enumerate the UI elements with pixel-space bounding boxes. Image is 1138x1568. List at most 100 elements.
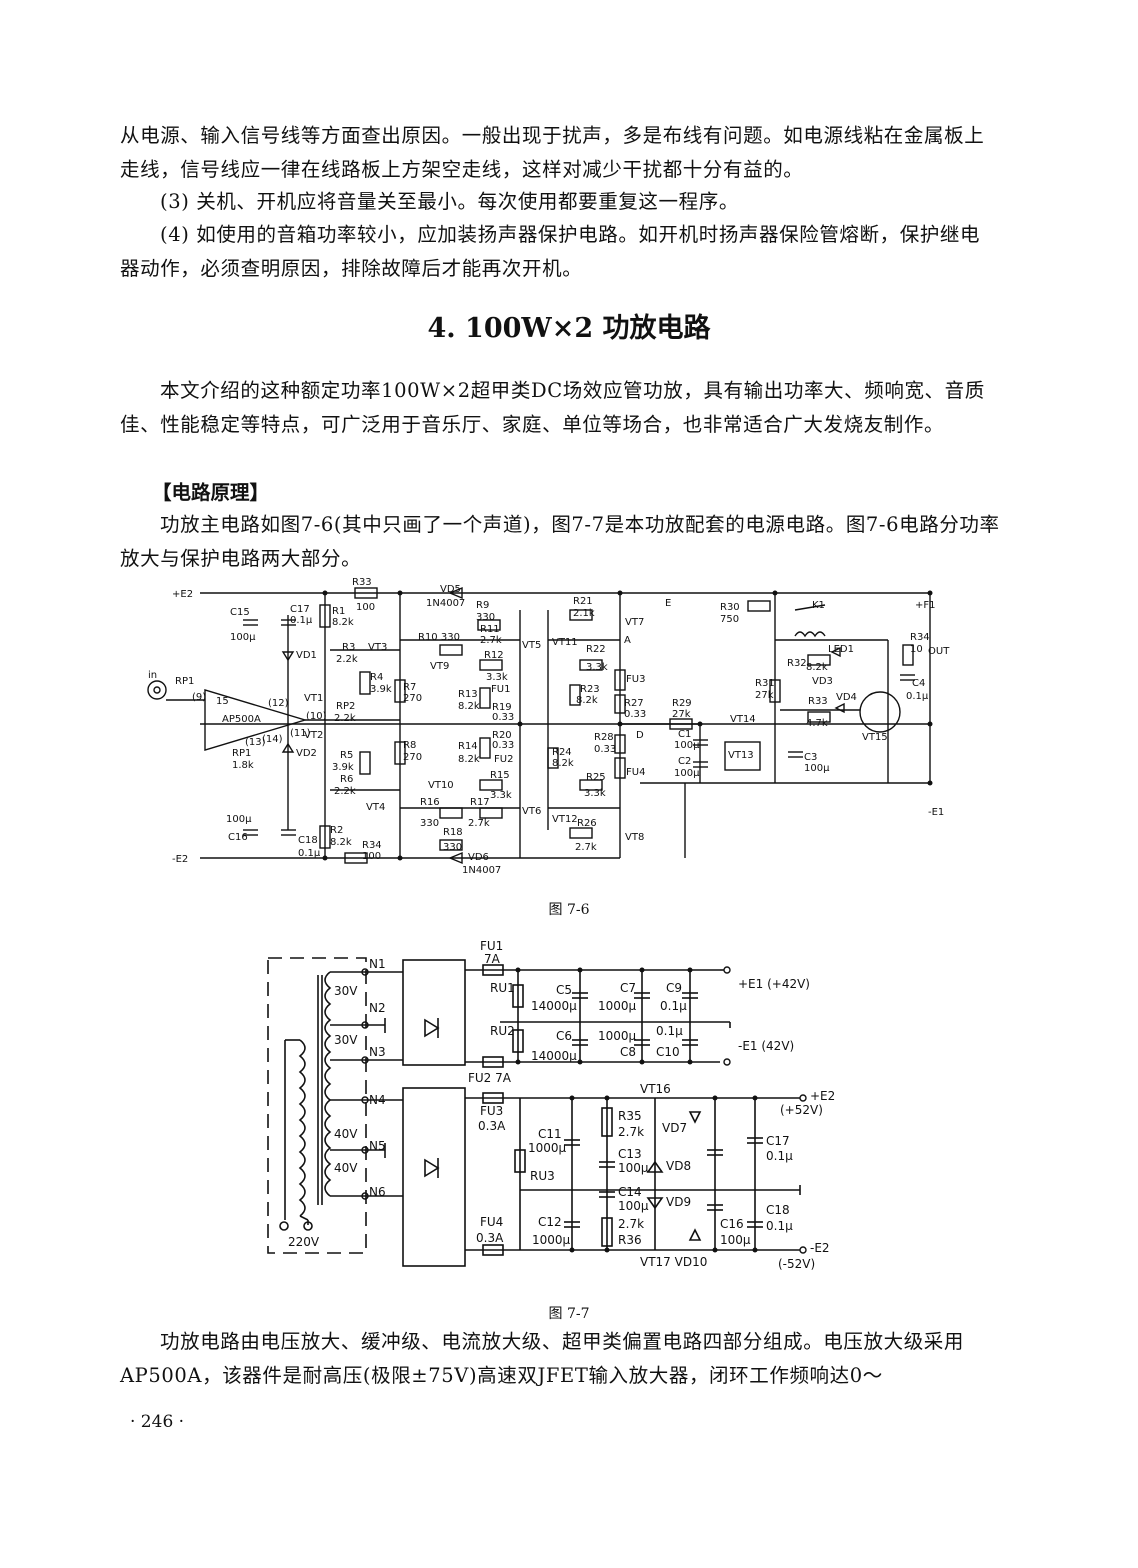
label-r31: R31 (755, 678, 775, 689)
label-r33-v: 100 (356, 602, 375, 613)
label-r32: R32 (787, 658, 807, 669)
label-r28-v: 0.33 (594, 744, 616, 755)
label-vt2: VT2 (304, 730, 323, 741)
label-r9: R9 (476, 600, 489, 611)
label-vt16: VT16 (640, 1082, 671, 1096)
label-vt11: VT11 (552, 637, 578, 648)
label-vd1: VD1 (296, 650, 317, 661)
label-r29-v: 27k (672, 709, 691, 720)
label-r23-v: 8.2k (576, 695, 598, 706)
label-r18: R18 (443, 827, 463, 838)
label-a: A (624, 635, 631, 646)
label-vd9: VD9 (666, 1195, 691, 1209)
label-pin13: (13) (245, 737, 266, 748)
label-r32-v: 8.2k (806, 662, 828, 673)
label-r27-v: 0.33 (624, 709, 646, 720)
label-c15-v: 100μ (230, 632, 256, 643)
label-n1: N1 (369, 957, 386, 971)
label-c6: C6 (556, 1029, 572, 1043)
label-c18-v: 0.1μ (766, 1219, 793, 1233)
label-c11: C11 (538, 1127, 562, 1141)
label-c3: C3 (804, 752, 817, 763)
label-ic: AP500A (222, 714, 261, 725)
label-r20-v: 0.33 (492, 740, 514, 751)
paragraph-5: 功放主电路如图7-6(其中只画了一个声道)，图7-7是本功放配套的电源电路。图7… (120, 513, 1000, 570)
label-c4-v: 0.1μ (906, 691, 929, 702)
label-neg-e2: -E2 (172, 854, 188, 865)
label-c16: C16 (228, 832, 248, 843)
page-number: · 246 · (130, 1412, 185, 1432)
label-n6: N6 (369, 1185, 386, 1199)
label-vt6: VT6 (522, 806, 541, 817)
label-fu4: FU4 (480, 1215, 503, 1229)
label-r3: R3 (342, 642, 355, 653)
label-pos-e2: +E2 (172, 589, 193, 600)
label-c14-v: 100μ (618, 1199, 649, 1213)
label-30v-a: 30V (334, 984, 358, 998)
label-r23: R23 (580, 684, 600, 695)
label-vd7: VD7 (662, 1121, 687, 1135)
label-fu3-v: 0.3A (478, 1119, 506, 1133)
label-r20: R20 (492, 730, 512, 741)
label-c18-v: 0.1μ (298, 848, 321, 859)
label-c15: C15 (230, 607, 250, 618)
label-r16: R16 (420, 797, 440, 808)
label-pin9: (9) (192, 692, 206, 703)
label-r33b-v: 4.7k (806, 718, 828, 729)
label-c1: C1 (678, 729, 691, 740)
label-vt3: VT3 (368, 642, 387, 653)
label-r22: R22 (586, 644, 606, 655)
label-r6: R6 (340, 774, 353, 785)
label-r36-v: 2.7k (618, 1217, 644, 1231)
label-r26-v: 2.7k (575, 842, 597, 853)
label-fu2: FU2 7A (468, 1071, 512, 1085)
label-r15-v: 3.3k (490, 790, 512, 801)
label-r21-v: 2.1k (573, 608, 595, 619)
label-fu4-v: 0.3A (476, 1231, 504, 1245)
paragraph-6: 功放电路由电压放大、缓冲级、电流放大级、超甲类偏置电路四部分组成。电压放大级采用… (120, 1330, 965, 1387)
label-r14-v: 8.2k (458, 754, 480, 765)
label-r35: R35 (618, 1109, 642, 1123)
section-heading: 4. 100W×2 功放电路 (427, 313, 711, 344)
label-c7-v: 1000μ (598, 999, 637, 1013)
label-r5: R5 (340, 750, 353, 761)
label-r29: R29 (672, 698, 692, 709)
label-vt7: VT7 (625, 617, 644, 628)
subheading: 【电路原理】 (152, 481, 270, 504)
label-c13: C13 (618, 1147, 642, 1161)
label-ru2: RU2 (490, 1024, 515, 1038)
label-c17: C17 (290, 604, 310, 615)
label-r9-v: 330 (476, 612, 495, 623)
label-r8: R8 (403, 740, 416, 751)
label-e2-neg: -E2 (810, 1241, 830, 1255)
label-n4: N4 (369, 1093, 386, 1107)
label-fu1: FU1 (480, 939, 503, 953)
label-c17-v: 0.1μ (290, 615, 313, 626)
label-c8: C8 (620, 1045, 636, 1059)
label-rp1-v: 1.8k (232, 760, 254, 771)
label-fu4: FU4 (626, 767, 645, 778)
label-r10: R10 330 (418, 632, 460, 643)
label-c2: C2 (678, 756, 691, 767)
caption-fig-7-7: 图 7-7 (548, 1306, 590, 1322)
label-vt5: VT5 (522, 640, 541, 651)
label-r4: R4 (370, 672, 383, 683)
label-r1: R1 (332, 606, 345, 617)
label-40v-b: 40V (334, 1161, 358, 1175)
label-vt10: VT10 (428, 780, 454, 791)
label-c16-v: 100μ (720, 1233, 751, 1247)
label-c17: C17 (766, 1134, 790, 1148)
label-pin11: (11) (290, 728, 311, 739)
label-rp1-top: RP1 (175, 676, 194, 687)
label-r34b: R34 (362, 840, 382, 851)
label-r3-v: 2.2k (336, 654, 358, 665)
label-vt13: VT13 (728, 750, 754, 761)
label-r17: R17 (470, 797, 490, 808)
label-r12-v: 3.3k (486, 672, 508, 683)
label-r11: R11 (480, 624, 500, 635)
label-r26: R26 (577, 818, 597, 829)
label-r31-v: 27k (755, 690, 774, 701)
label-vd5-v: 1N4007 (426, 598, 465, 609)
label-e: E (665, 598, 671, 609)
label-r17-v: 2.7k (468, 818, 490, 829)
